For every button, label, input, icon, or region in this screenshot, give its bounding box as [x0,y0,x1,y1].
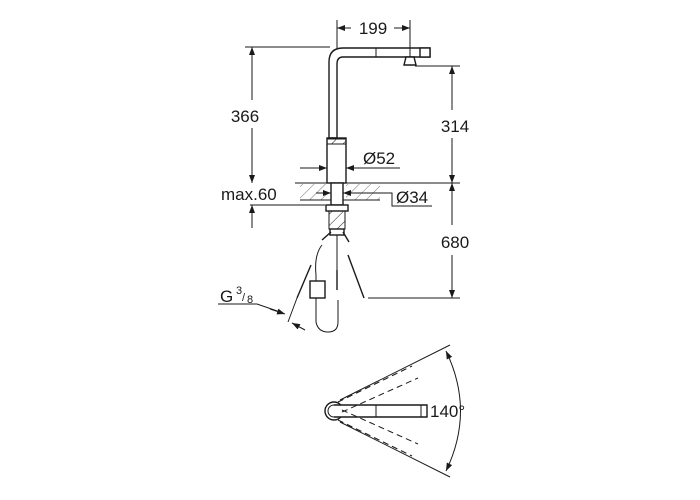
dimension-spout-reach: 199 [336,19,411,57]
angle-label-140: 140° [430,402,465,421]
dimension-hole-diameter: Ø34 [316,188,432,207]
dimension-label-680: 680 [441,233,469,252]
dimension-label-199: 199 [359,19,387,38]
faucet-top-view: 140° [324,344,465,478]
countertop [250,182,460,236]
dimension-connection-thread: G 3 / 8 [218,285,306,331]
faucet-side-view [326,47,431,184]
thread-label-slash: / [242,292,246,304]
thread-label-numerator: 3 [236,285,242,297]
dimension-counter-thickness: max.60 [221,185,277,228]
dimension-total-height: 366 [231,46,330,183]
dimension-base-diameter: Ø52 [300,149,400,171]
dimension-label-d34: Ø34 [396,188,428,207]
dimension-hose-length: 680 [368,183,469,299]
dimension-label-d52: Ø52 [363,149,395,168]
dimension-label-366: 366 [231,107,259,126]
thread-label-denominator: 8 [247,294,253,306]
dimension-label-314: 314 [441,117,469,136]
thread-label-g: G [220,287,233,306]
hoses [287,231,365,333]
dimension-label-max60: max.60 [221,185,277,204]
dimension-spout-height: 314 [415,65,469,183]
